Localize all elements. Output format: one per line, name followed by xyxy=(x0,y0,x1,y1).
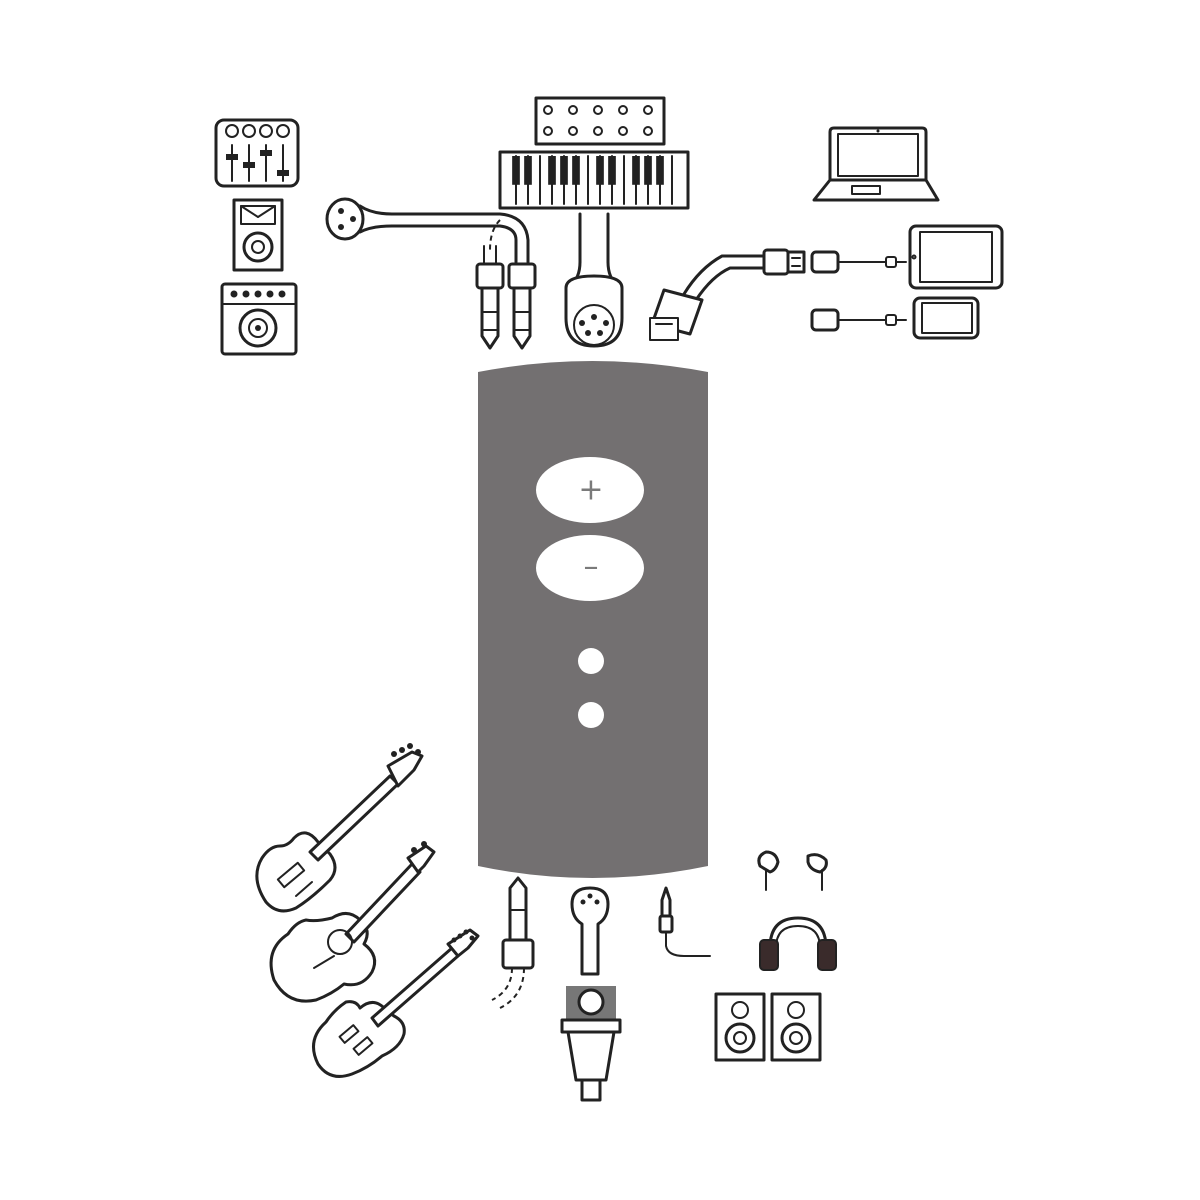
volume-down-button[interactable]: – xyxy=(536,535,644,601)
electric-guitar-icon xyxy=(312,928,480,1078)
midi-cable-icon xyxy=(564,212,624,348)
headphones-icon xyxy=(759,916,837,971)
phone-icon xyxy=(912,296,980,340)
bass-guitar-icon xyxy=(255,743,424,913)
guitar-amp-icon xyxy=(220,282,298,356)
midi-keyboard-icon xyxy=(498,150,690,210)
lightning-adapter-icon xyxy=(810,250,907,332)
indicator-light-bottom xyxy=(578,702,604,728)
xlr-cable-icon xyxy=(570,886,610,976)
volume-down-label: – xyxy=(584,550,599,585)
studio-monitor-icon xyxy=(714,992,766,1062)
tablet-icon xyxy=(908,224,1004,290)
mini-jack-plug-icon xyxy=(658,886,711,957)
indicator-light-top xyxy=(578,648,604,674)
earphones-icon xyxy=(757,850,828,891)
speaker-icon xyxy=(232,198,284,272)
volume-up-button[interactable]: + xyxy=(536,457,644,523)
microphone-icon xyxy=(560,986,622,1102)
interface-body xyxy=(478,361,708,878)
quarter-inch-plug-icon xyxy=(475,245,537,350)
audio-interface: + – xyxy=(478,361,708,878)
volume-up-label: + xyxy=(578,473,603,508)
quarter-inch-plug-icon xyxy=(491,876,535,1009)
usb-a-plug-icon xyxy=(762,248,806,276)
midi-module-icon xyxy=(534,96,666,146)
mixer-icon xyxy=(214,118,300,188)
usb-b-cable-icon xyxy=(649,254,766,341)
xlr-cable-icon xyxy=(325,197,530,264)
acoustic-guitar-icon xyxy=(269,841,436,1003)
studio-monitor-icon xyxy=(770,992,822,1062)
laptop-icon xyxy=(812,126,940,202)
